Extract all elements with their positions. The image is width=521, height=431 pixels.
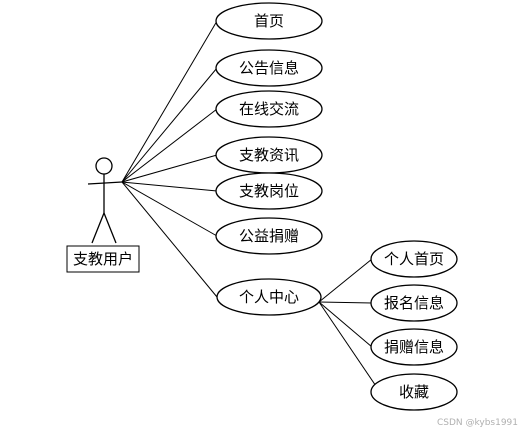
use-case-personal-home-label: 个人首页 bbox=[384, 250, 444, 268]
association-personal-center bbox=[121, 181, 218, 298]
use-case-announcement-ellipse bbox=[215, 49, 323, 87]
use-case-personal-center: 个人中心 bbox=[216, 278, 322, 316]
use-case-charity-donation: 公益捐赠 bbox=[215, 217, 323, 255]
use-case-home-label: 首页 bbox=[254, 12, 284, 30]
use-case-signup-info-label: 报名信息 bbox=[384, 294, 444, 312]
association-teaching-news bbox=[121, 154, 218, 183]
association-donation-info bbox=[318, 301, 373, 348]
use-case-signup-info-ellipse bbox=[370, 284, 458, 322]
use-case-charity-donation-ellipse bbox=[215, 217, 323, 255]
use-case-personal-center-label: 个人中心 bbox=[239, 288, 299, 306]
actor-label-box bbox=[66, 245, 140, 273]
use-case-donation-info-ellipse bbox=[370, 328, 458, 366]
use-case-teaching-posts: 支教岗位 bbox=[215, 172, 323, 210]
personal-center-associations bbox=[318, 258, 381, 393]
association-announcement bbox=[121, 67, 218, 183]
actor-head bbox=[95, 157, 113, 175]
use-case-home-ellipse bbox=[215, 2, 323, 40]
use-case-signup-info: 报名信息 bbox=[370, 284, 458, 322]
use-case-donation-info: 捐赠信息 bbox=[370, 328, 458, 366]
actor-label: 支教用户 bbox=[73, 250, 133, 268]
use-case-teaching-news: 支教资讯 bbox=[215, 136, 323, 174]
use-case-online-chat-label: 在线交流 bbox=[239, 100, 299, 118]
association-personal-home bbox=[318, 258, 373, 303]
use-case-online-chat-ellipse bbox=[215, 90, 323, 128]
actor-associations bbox=[121, 20, 218, 298]
actor-right-leg bbox=[103, 212, 117, 244]
actor-arms bbox=[87, 181, 123, 185]
use-case-announcement: 公告信息 bbox=[215, 49, 323, 87]
use-case-personal-home-ellipse bbox=[370, 240, 458, 278]
actor-label-group: 支教用户 bbox=[66, 245, 140, 273]
use-case-home: 首页 bbox=[215, 2, 323, 40]
actor-left-leg bbox=[91, 212, 105, 244]
use-case-favorites: 收藏 bbox=[370, 373, 458, 411]
association-charity-donation bbox=[121, 181, 218, 237]
association-favorites bbox=[318, 301, 381, 393]
use-case-favorites-ellipse bbox=[370, 373, 458, 411]
use-case-personal-home: 个人首页 bbox=[370, 240, 458, 278]
use-case-personal-center-ellipse bbox=[216, 278, 322, 316]
association-online-chat bbox=[121, 108, 218, 183]
actor-figure bbox=[87, 157, 123, 244]
use-case-donation-info-label: 捐赠信息 bbox=[384, 338, 444, 356]
association-home bbox=[121, 20, 218, 183]
use-case-favorites-label: 收藏 bbox=[399, 383, 429, 401]
watermark-text: CSDN @kybs1991 bbox=[437, 418, 518, 428]
use-case-teaching-posts-ellipse bbox=[215, 172, 323, 210]
association-teaching-posts bbox=[121, 181, 218, 192]
use-case-online-chat: 在线交流 bbox=[215, 90, 323, 128]
use-case-teaching-news-label: 支教资讯 bbox=[239, 146, 299, 164]
use-case-charity-donation-label: 公益捐赠 bbox=[239, 227, 299, 245]
use-case-announcement-label: 公告信息 bbox=[239, 59, 299, 77]
association-signup-info bbox=[318, 301, 373, 304]
use-case-teaching-posts-label: 支教岗位 bbox=[239, 182, 299, 200]
